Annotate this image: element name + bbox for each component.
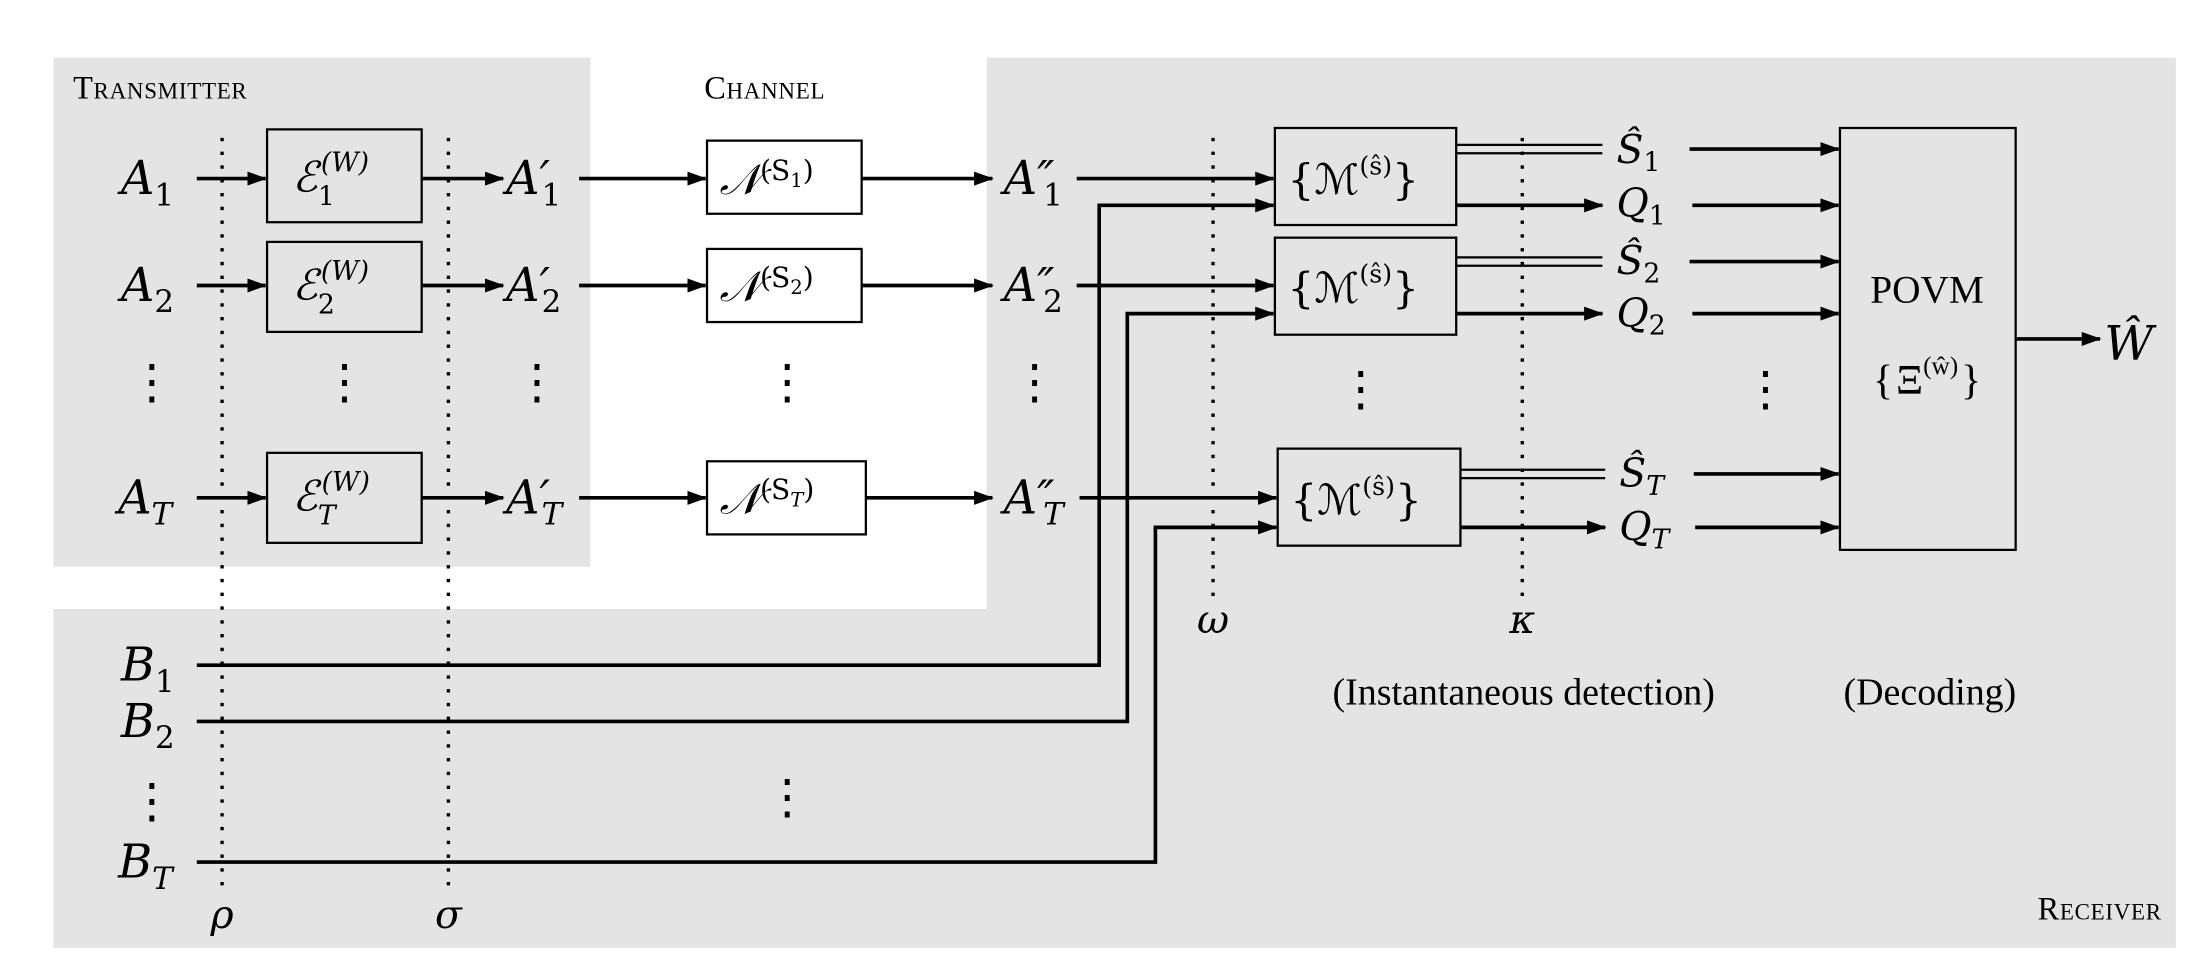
input-a1: A1	[117, 151, 174, 213]
ellipsis-outputs: ⋮	[1742, 363, 1790, 416]
measurement-1-box	[1273, 126, 1458, 227]
channel-1-box	[705, 139, 863, 215]
ellipses: ⋮ ⋮ ⋮ ⋮ ⋮ ⋮ ⋮ ⋮ ⋮	[128, 356, 1789, 828]
encoder-1-label: ℰ1(W)	[292, 148, 369, 213]
measurement-t-label: {ℳ(ŝ)}	[1290, 472, 1421, 525]
s-hat-1: Ŝ1	[1616, 126, 1660, 178]
ellipsis-a-prime: ⋮	[513, 356, 561, 409]
channel-2-box	[705, 247, 863, 324]
output-w-hat: Ŵ	[2104, 314, 2157, 372]
encoder-2-box	[265, 240, 423, 334]
rho-label: ρ	[210, 892, 234, 938]
channel-t-box	[705, 460, 867, 536]
measurement-2-label: {ℳ(ŝ)}	[1288, 260, 1419, 313]
s-hat-t: ŜT	[1619, 450, 1666, 502]
row-2: A2 ℰ2(W) A′2 𝒩(S2) A″2 {ℳ(ŝ)} Ŝ2 Q2	[117, 236, 1840, 342]
transmitter-title: Transmitter	[73, 69, 247, 105]
a-double-prime-2: A″2	[1000, 258, 1063, 320]
a-double-prime-1: A″1	[1000, 151, 1063, 213]
measurement-1-label: {ℳ(ŝ)}	[1288, 151, 1419, 204]
detection-caption: (Instantaneous detection)	[1332, 672, 1714, 714]
row-1: A1 ℰ1(W) A′1 𝒩(S1) A″1 {ℳ(ŝ)} Ŝ1 Q1	[117, 126, 1840, 232]
omega-label: ω	[1197, 597, 1229, 643]
a-double-prime-t: A″T	[1000, 470, 1067, 532]
a-prime-t: A′T	[502, 470, 565, 532]
encoder-t-box	[265, 451, 423, 544]
ellipsis-a-double-prime: ⋮	[1011, 356, 1059, 409]
receiver-region	[53, 57, 2176, 948]
a-prime-2: A′2	[502, 258, 561, 320]
a-prime-1: A′1	[502, 151, 561, 213]
ancilla-bt: BT	[117, 835, 175, 897]
povm-operator: {Ξ(ŵ)}	[1873, 352, 1981, 404]
ancilla-b2: B2	[120, 694, 175, 756]
channel-title: Channel	[704, 69, 825, 105]
ellipsis-channel: ⋮	[763, 356, 811, 409]
decoding-caption: (Decoding)	[1844, 672, 2017, 714]
encoder-1-box	[265, 128, 423, 224]
q-2: Q2	[1616, 290, 1665, 341]
q-1: Q1	[1616, 181, 1665, 232]
s-hat-2: Ŝ2	[1616, 237, 1660, 289]
ancilla-b1: B1	[120, 638, 175, 700]
wire-b1-to-measurement-1	[196, 198, 1275, 668]
sigma-label: σ	[435, 892, 463, 938]
encoder-t-label: ℰT(W)	[292, 467, 370, 532]
povm-decoder-box	[1838, 126, 2017, 552]
measurement-2-box	[1273, 236, 1458, 336]
input-a2: A2	[117, 258, 174, 320]
ellipsis-b: ⋮	[128, 775, 176, 828]
ellipsis-b-middle: ⋮	[763, 771, 811, 824]
row-t: AT ℰT(W) A′T 𝒩(ST) A″T {ℳ(ŝ)} ŜT QT	[114, 447, 1840, 555]
input-at: AT	[114, 470, 174, 532]
kappa-label: κ	[1508, 597, 1535, 643]
povm-title: POVM	[1870, 267, 1984, 311]
measurement-t-box	[1276, 447, 1462, 547]
wire-b2-to-measurement-2	[196, 306, 1275, 724]
ancilla-wires: B1 B2 BT	[117, 198, 1278, 897]
ellipsis-measurement: ⋮	[1337, 363, 1385, 416]
ellipsis-a: ⋮	[128, 356, 176, 409]
wire-bt-to-measurement-t	[196, 520, 1278, 864]
ellipsis-encoder: ⋮	[320, 356, 368, 409]
q-t: QT	[1619, 504, 1671, 555]
receiver-title: Receiver	[2038, 891, 2162, 927]
encoder-2-label: ℰ2(W)	[292, 256, 369, 321]
